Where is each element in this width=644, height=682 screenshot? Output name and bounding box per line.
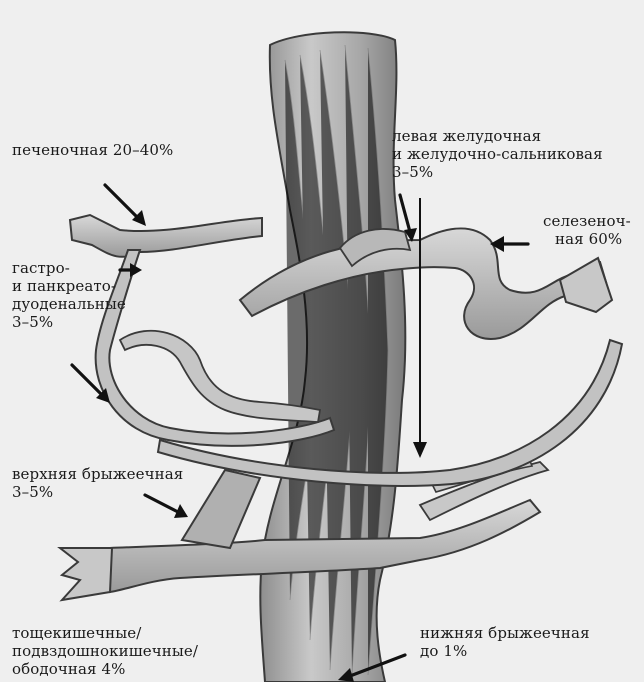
- label-gastro-line3: дуоденальные: [12, 296, 126, 313]
- label-left-gastric-line1: левая желудочная: [392, 128, 541, 145]
- label-gastro-line4: 3–5%: [12, 314, 53, 331]
- label-left-gastric-line2: и желудочно-сальниковая: [392, 146, 603, 163]
- label-inferior-mesenteric-line2: до 1%: [420, 643, 467, 660]
- splenic-terminal: [560, 258, 612, 312]
- label-inferior-mesenteric-line1: нижняя брыжеечная: [420, 625, 590, 642]
- label-superior-mesenteric-line2: 3–5%: [12, 484, 53, 501]
- label-hepatic: печеночная 20–40%: [12, 142, 173, 159]
- label-superior-mesenteric-line1: верхняя брыжеечная: [12, 466, 183, 483]
- label-splenic-line1: селезеноч-: [543, 213, 631, 230]
- label-left-gastric-line3: 3–5%: [392, 164, 433, 181]
- label-jejunal-line1: тощекишечные/: [12, 625, 141, 642]
- superior-mesenteric-vein: [182, 470, 260, 548]
- jejunal-branch: [60, 548, 112, 600]
- label-splenic-line2: ная 60%: [555, 231, 622, 248]
- hepatic-vessel: [70, 215, 262, 257]
- label-gastro-line1: гастро-: [12, 260, 70, 277]
- label-gastro-line2: и панкреато-: [12, 278, 116, 295]
- label-jejunal-line2: подвздошнокишечные/: [12, 643, 198, 660]
- label-jejunal-line3: ободочная 4%: [12, 661, 125, 678]
